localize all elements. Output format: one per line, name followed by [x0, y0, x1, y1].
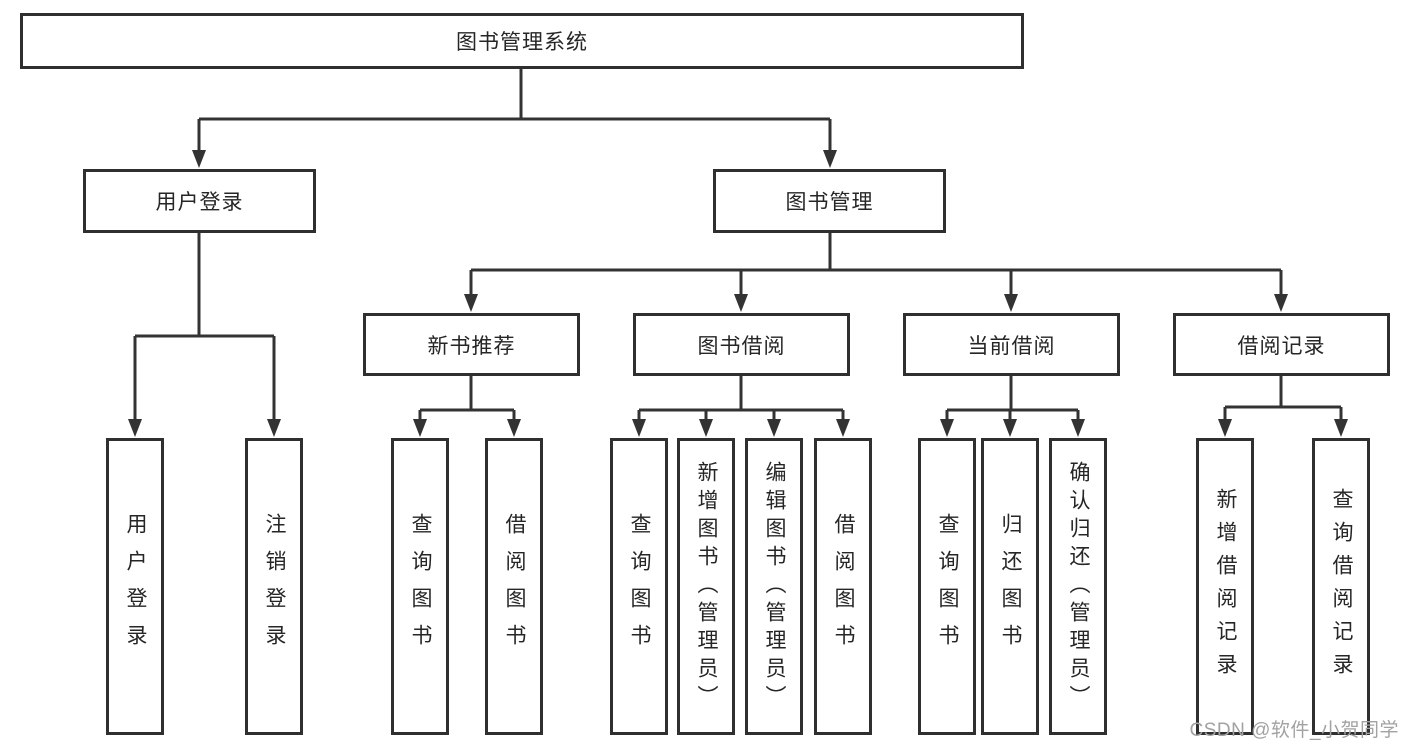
node-current-borrowing: 当前借阅 — [903, 313, 1120, 376]
leaf-edit-book-admin: 编辑图书（管理员） — [745, 438, 803, 735]
leaf-return-books: 归还图书 — [981, 438, 1039, 735]
node-label: 图书借阅 — [697, 334, 786, 358]
leaf-label: 新增借阅记录 — [1214, 487, 1237, 686]
leaf-query-borrow-record: 查询借阅记录 — [1312, 438, 1370, 735]
leaf-label: 用户登录 — [124, 512, 147, 661]
watermark: CSDN @软件_小贺同学 — [1189, 720, 1399, 741]
leaf-add-borrow-record: 新增借阅记录 — [1196, 438, 1254, 735]
leaf-label: 编辑图书（管理员） — [763, 460, 786, 713]
leaf-query-books-recommend: 查询图书 — [391, 438, 449, 735]
node-label: 当前借阅 — [967, 334, 1056, 358]
node-book-management: 图书管理 — [713, 169, 946, 233]
leaf-label: 查询图书 — [628, 512, 651, 661]
node-borrowing-records: 借阅记录 — [1173, 313, 1390, 376]
node-label: 图书管理系统 — [456, 31, 588, 54]
leaf-label: 查询图书 — [409, 512, 432, 661]
node-library-management-system: 图书管理系统 — [20, 13, 1024, 69]
leaf-query-books-borrowing: 查询图书 — [610, 438, 668, 735]
node-label: 图书管理 — [785, 191, 874, 214]
leaf-label: 查询图书 — [936, 512, 959, 661]
leaf-label: 查询借阅记录 — [1330, 487, 1353, 686]
leaf-borrow-books: 借阅图书 — [814, 438, 872, 735]
leaf-query-books-current: 查询图书 — [918, 438, 976, 735]
node-label: 用户登录 — [155, 191, 244, 214]
leaf-label: 借阅图书 — [832, 512, 855, 661]
leaf-label: 归还图书 — [999, 512, 1022, 661]
node-book-borrowing: 图书借阅 — [633, 313, 850, 376]
node-label: 借阅记录 — [1237, 334, 1326, 358]
arrowheads — [128, 150, 1348, 437]
node-label: 新书推荐 — [427, 334, 516, 358]
leaf-confirm-return-admin: 确认归还（管理员） — [1049, 438, 1107, 735]
leaf-label: 注销登录 — [263, 512, 286, 661]
leaf-add-book-admin: 新增图书（管理员） — [677, 438, 735, 735]
node-user-login: 用户登录 — [83, 169, 316, 233]
leaf-label: 确认归还（管理员） — [1067, 460, 1090, 713]
leaf-label: 借阅图书 — [503, 512, 526, 661]
node-new-book-recommendation: 新书推荐 — [363, 313, 580, 376]
leaf-borrow-books-recommend: 借阅图书 — [485, 438, 543, 735]
leaf-label: 新增图书（管理员） — [695, 460, 718, 713]
leaf-logout: 注销登录 — [245, 438, 303, 735]
leaf-user-login: 用户登录 — [106, 438, 164, 735]
